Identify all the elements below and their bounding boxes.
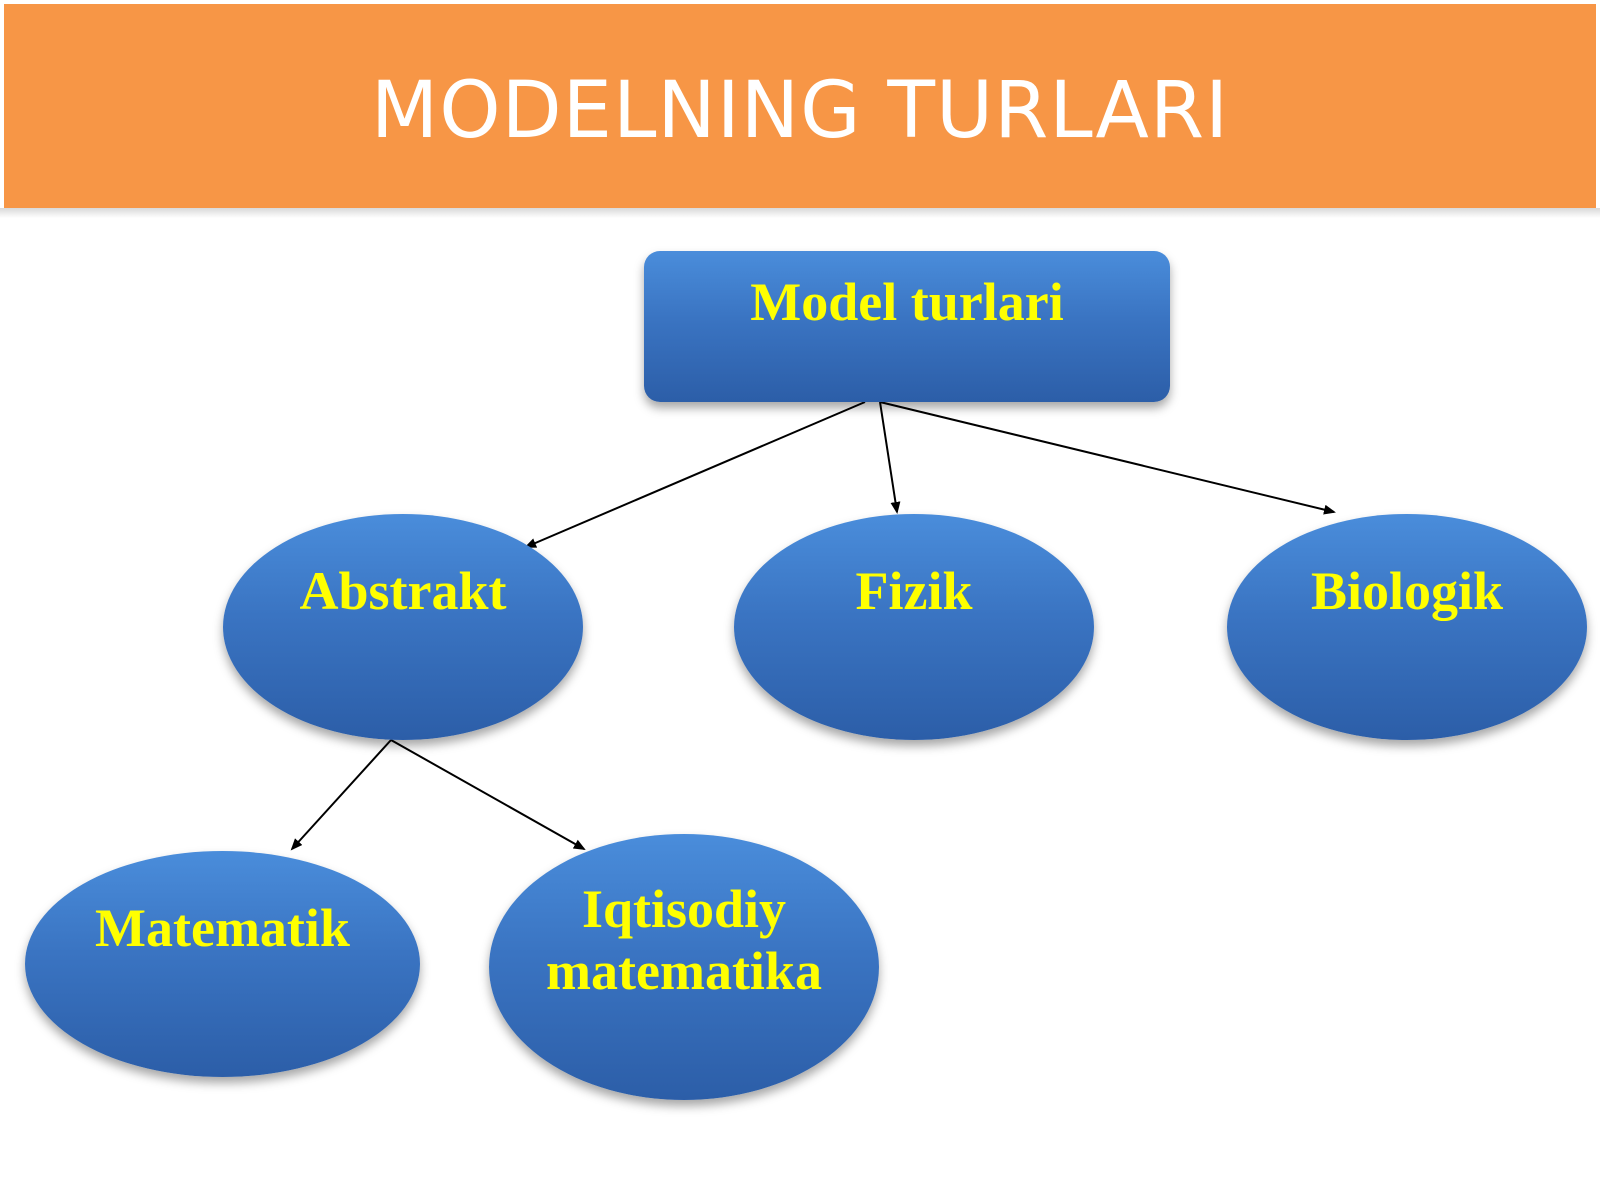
node-label: Biologik (1310, 561, 1504, 621)
page-title: MODELNING TURLARI (370, 66, 1230, 156)
arrow-abstrakt-to-matematik (290, 739, 392, 851)
arrow-root-to-biologik (879, 401, 1336, 515)
arrow-abstrakt-to-iqtisodiy (390, 739, 586, 850)
node-fizik: Fizik (734, 514, 1094, 740)
title-bar: MODELNING TURLARI (4, 4, 1596, 208)
arrow-root-to-abstrakt (524, 401, 866, 548)
node-biologik: Biologik (1227, 514, 1587, 740)
node-model-turlari: Model turlari (644, 251, 1170, 402)
title-divider (0, 208, 1600, 218)
node-label: Iqtisodiy matematika (546, 879, 822, 1002)
node-label: Matematik (95, 898, 350, 958)
node-label: Model turlari (750, 272, 1064, 332)
arrow-root-to-fizik (879, 401, 901, 514)
node-label: Fizik (855, 561, 973, 621)
node-label: Abstrakt (299, 561, 507, 621)
node-abstrakt: Abstrakt (223, 514, 583, 740)
node-iqtisodiy-matematika: Iqtisodiy matematika (489, 834, 879, 1100)
node-matematik: Matematik (25, 851, 420, 1077)
